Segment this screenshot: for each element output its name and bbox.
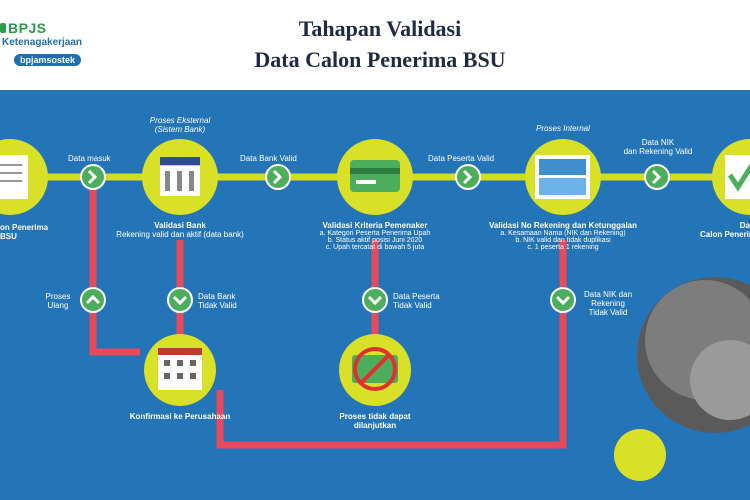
step2-text: Validasi Bank Rekening valid dan aktif (… — [100, 221, 260, 239]
arrow-up-icon — [81, 288, 105, 312]
title-line2: Data Calon Penerima BSU — [180, 47, 580, 73]
arrow-next-icon — [456, 165, 480, 189]
title-line1: Tahapan Validasi — [180, 16, 580, 42]
arrow-next-icon — [81, 165, 105, 189]
bpjs-logo: BPJS Ketenagakerjaan bpjamsostek — [0, 20, 120, 70]
return-line-left — [93, 177, 140, 352]
step1-node — [0, 139, 48, 215]
step2-node — [142, 139, 218, 215]
arrow-next-icon — [266, 165, 290, 189]
logo-line2: Ketenagakerjaan — [2, 37, 82, 48]
step4-node — [525, 139, 601, 215]
logo-mark-icon — [0, 23, 6, 33]
step4-text: Validasi No Rekening dan Ketunggalan a. … — [483, 221, 643, 251]
step3-node — [337, 139, 413, 215]
arrow-next-icon — [645, 165, 669, 189]
arrow-down-icon — [168, 288, 192, 312]
flow-panel: Data masuk Data Bank Valid Data Peserta … — [0, 90, 750, 500]
label-data-bank-valid: Data Bank Valid — [240, 154, 297, 163]
arrow-down-icon — [363, 288, 387, 312]
decor-yellow-circle — [614, 429, 666, 481]
logo-line1: BPJS — [8, 20, 47, 36]
label-proses-internal: Proses Internal — [523, 124, 603, 133]
step3-text: Validasi Kriteria Pemenaker a. Kategori … — [295, 221, 455, 251]
label-data-peserta-valid: Data Peserta Valid — [428, 154, 494, 163]
logo-pill: bpjamsostek — [14, 54, 81, 66]
arrow-down-icon — [551, 288, 575, 312]
header: BPJS Ketenagakerjaan bpjamsostek Tahapan… — [0, 0, 750, 90]
step5-node — [712, 139, 750, 215]
label-proses-eksternal: Proses Eksternal(Sistem Bank) — [140, 116, 220, 134]
stop-node — [339, 334, 411, 406]
company-node — [144, 334, 216, 406]
label-data-masuk: Data masuk — [68, 154, 111, 163]
label-konfirmasi: Konfirmasi ke Perusahaan — [120, 412, 240, 421]
